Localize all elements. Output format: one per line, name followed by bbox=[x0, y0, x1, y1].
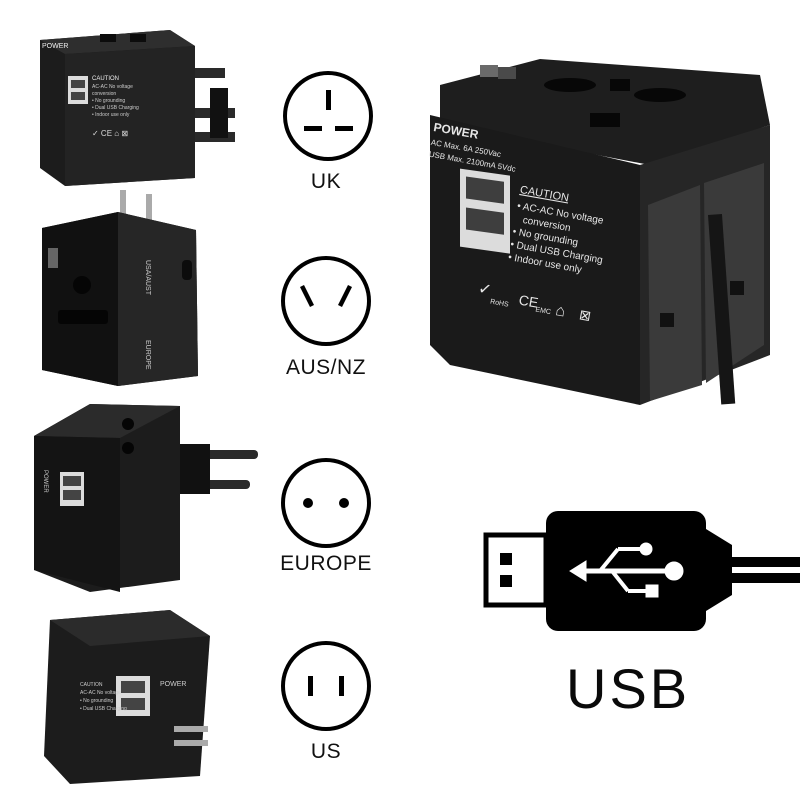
uk-label: UK bbox=[310, 170, 342, 193]
us-socket-icon bbox=[281, 641, 371, 731]
svg-text:AC-AC No voltage: AC-AC No voltage bbox=[92, 84, 133, 90]
aus-nz-socket-icon bbox=[281, 256, 371, 346]
us-label: US bbox=[310, 740, 342, 763]
svg-text:• Dual USB Charging: • Dual USB Charging bbox=[92, 105, 139, 111]
europe-socket-icon bbox=[281, 458, 371, 548]
svg-text:• Indoor use only: • Indoor use only bbox=[92, 112, 130, 118]
large-adapter-mark-rohs: RoHS bbox=[490, 298, 510, 308]
svg-text:• Dual USB Charging: • Dual USB Charging bbox=[80, 706, 127, 712]
svg-text:conversion: conversion bbox=[92, 91, 116, 97]
adapter-photo-europe: POWER bbox=[34, 404, 258, 592]
svg-text:⌂: ⌂ bbox=[554, 302, 566, 320]
aus-nz-label: AUS/NZ bbox=[285, 356, 366, 379]
uk-socket-icon bbox=[283, 71, 373, 161]
svg-text:EUROPE: EUROPE bbox=[144, 340, 151, 370]
svg-text:• No grounding: • No grounding bbox=[92, 98, 125, 104]
adapter-photo-aus: EUROPE USA/AUST bbox=[42, 190, 198, 386]
large-adapter-mark-emc: EMC bbox=[535, 306, 552, 316]
svg-text:✓ CE ⌂ ⊠: ✓ CE ⌂ ⊠ bbox=[92, 129, 128, 138]
svg-text:✓: ✓ bbox=[477, 280, 493, 299]
adapter-power-text: POWER bbox=[42, 43, 68, 50]
large-adapter-mark-ce: CE bbox=[518, 292, 540, 311]
svg-text:CAUTION: CAUTION bbox=[92, 76, 119, 82]
adapter-photo-us: POWER CAUTION AC-AC No voltage • No grou… bbox=[44, 610, 210, 784]
svg-text:⊠: ⊠ bbox=[578, 306, 592, 324]
europe-label: EUROPE bbox=[280, 552, 372, 575]
adapter-photo-large: POWER AC Max. 6A 250Vac USB Max. 2100mA … bbox=[428, 59, 770, 405]
adapter-photo-uk: POWER CAUTION AC-AC No voltage conversio… bbox=[40, 30, 235, 186]
usb-trident-icon bbox=[569, 542, 684, 598]
svg-text:AC-AC No voltage: AC-AC No voltage bbox=[80, 690, 121, 696]
svg-text:POWER: POWER bbox=[42, 470, 48, 493]
svg-text:CAUTION: CAUTION bbox=[80, 682, 103, 688]
usb-cable-icon bbox=[483, 511, 800, 631]
svg-text:POWER: POWER bbox=[160, 681, 186, 688]
svg-text:• No grounding: • No grounding bbox=[80, 698, 113, 704]
usb-label: USB bbox=[566, 657, 691, 720]
svg-text:USA/AUST: USA/AUST bbox=[144, 260, 151, 296]
